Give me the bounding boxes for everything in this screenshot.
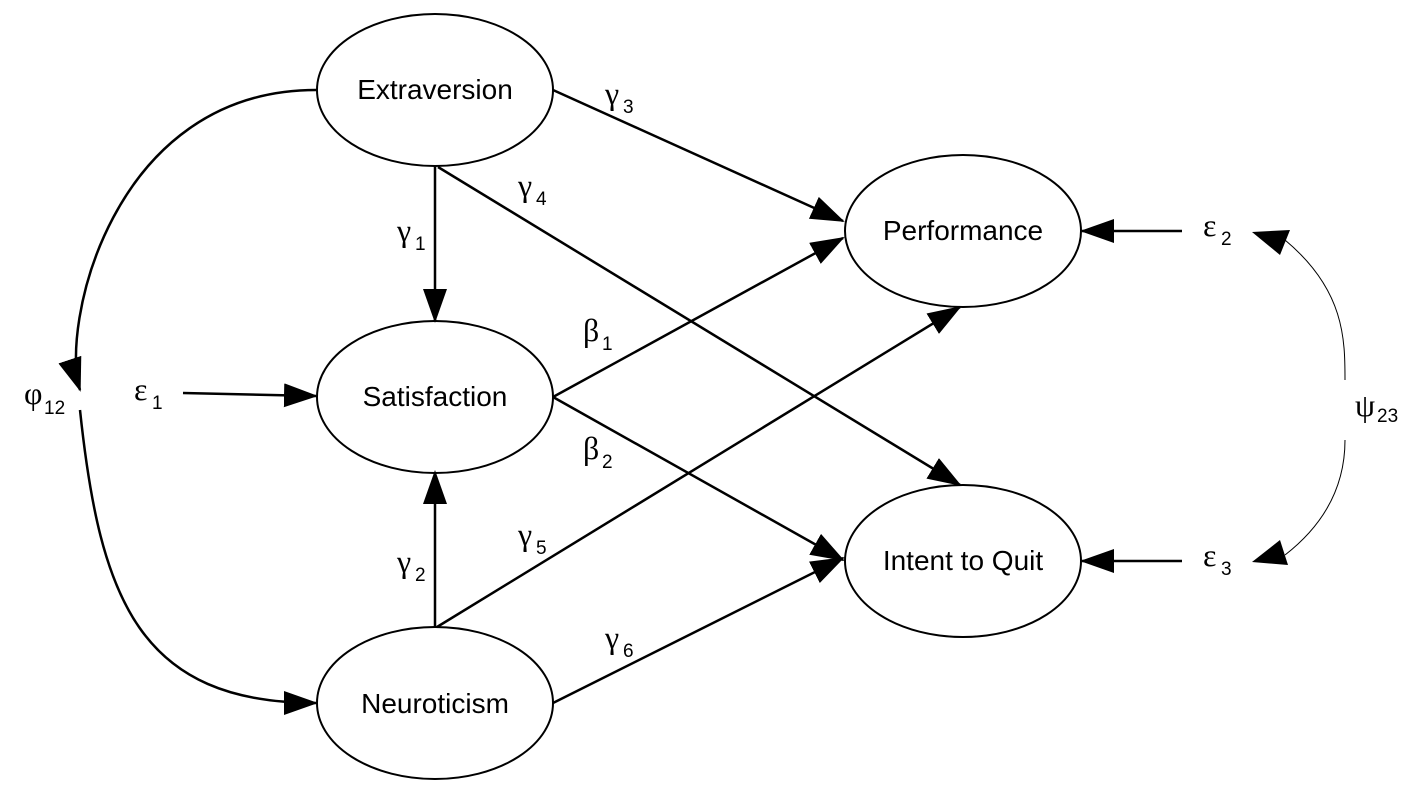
arrowhead-psi23-bottom <box>1252 540 1288 565</box>
svg-text:γ: γ <box>604 619 619 655</box>
arrow-eps1 <box>182 383 318 408</box>
coef-gamma3: γ 3 <box>604 75 634 118</box>
svg-text:γ: γ <box>517 167 532 203</box>
arrow-gamma5 <box>436 305 962 629</box>
svg-text:ε: ε <box>1203 537 1216 573</box>
svg-text:γ: γ <box>604 75 619 111</box>
label-performance: Performance <box>883 215 1043 246</box>
coef-gamma5: γ 5 <box>517 516 547 559</box>
svg-text:ε: ε <box>1203 207 1216 243</box>
arrow-gamma4 <box>437 165 962 487</box>
svg-text:23: 23 <box>1377 406 1398 427</box>
svg-text:4: 4 <box>536 189 547 210</box>
coef-gamma4: γ 4 <box>517 167 547 210</box>
arrowhead-psi23-top <box>1252 230 1290 255</box>
svg-text:γ: γ <box>396 212 411 248</box>
arrow-beta2 <box>552 395 845 562</box>
arrow-gamma6 <box>552 556 845 705</box>
svg-text:6: 6 <box>623 641 634 662</box>
error-eps2: ε 2 <box>1203 207 1232 250</box>
svg-text:2: 2 <box>602 452 613 473</box>
curve-phi12-lower <box>78 409 318 715</box>
coef-gamma2: γ 2 <box>396 543 426 586</box>
arrow-gamma3 <box>552 88 845 223</box>
svg-text:γ: γ <box>517 516 532 552</box>
cov-phi12: φ 12 <box>24 375 65 419</box>
svg-text:ψ: ψ <box>1355 387 1375 423</box>
coef-beta1: β 1 <box>583 312 613 355</box>
arrow-beta1 <box>552 236 845 399</box>
curve-phi12 <box>58 88 317 392</box>
label-intent-to-quit: Intent to Quit <box>883 545 1044 576</box>
svg-text:1: 1 <box>602 334 613 355</box>
coef-gamma6: γ 6 <box>604 619 634 662</box>
svg-text:5: 5 <box>536 538 547 559</box>
cov-psi23: ψ 23 <box>1355 387 1398 427</box>
curve-psi23 <box>1284 239 1346 381</box>
coef-beta2: β 2 <box>583 430 613 473</box>
coef-gamma1: γ 1 <box>396 212 426 255</box>
svg-text:2: 2 <box>1221 229 1232 250</box>
svg-text:1: 1 <box>415 234 426 255</box>
label-neuroticism: Neuroticism <box>361 688 509 719</box>
svg-text:3: 3 <box>623 97 634 118</box>
label-satisfaction: Satisfaction <box>363 381 508 412</box>
curve-psi23-lower <box>1284 439 1346 556</box>
svg-text:12: 12 <box>44 398 65 419</box>
svg-text:φ: φ <box>24 375 42 411</box>
svg-text:γ: γ <box>396 543 411 579</box>
svg-text:β: β <box>583 312 599 348</box>
svg-text:1: 1 <box>152 393 163 414</box>
svg-text:2: 2 <box>415 565 426 586</box>
svg-text:3: 3 <box>1221 559 1232 580</box>
error-eps3: ε 3 <box>1203 537 1232 580</box>
svg-text:ε: ε <box>134 371 147 407</box>
error-eps1: ε 1 <box>134 371 163 414</box>
svg-text:β: β <box>583 430 599 466</box>
label-extraversion: Extraversion <box>357 74 513 105</box>
